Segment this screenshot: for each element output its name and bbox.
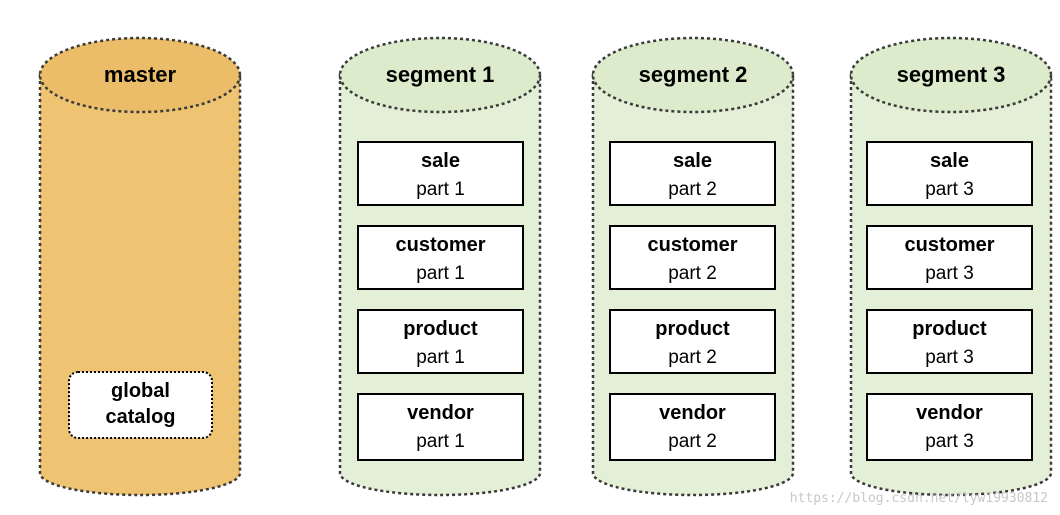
master-top [38, 36, 242, 114]
table-part: part 2 [668, 347, 717, 368]
segment-3-table-customer: customer part 3 [866, 225, 1033, 290]
segment-1-label: segment 1 [386, 62, 495, 87]
segment-3-cylinder: segment 3 sale part 3 customer part 3 pr… [849, 36, 1053, 497]
table-name: customer [904, 234, 994, 256]
table-part: part 1 [416, 431, 465, 452]
table-frame [866, 225, 1033, 290]
table-part: part 1 [416, 263, 465, 284]
table-name: sale [421, 150, 460, 172]
table-part: part 2 [668, 263, 717, 284]
table-frame [866, 309, 1033, 374]
segment-1-top [338, 36, 542, 114]
segment-1-table-customer: customer part 1 [357, 225, 524, 290]
table-frame [357, 141, 524, 206]
segment-3-table-vendor: vendor part 3 [866, 393, 1033, 461]
table-frame [866, 141, 1033, 206]
table-frame [357, 309, 524, 374]
segment-1-table-vendor: vendor part 1 [357, 393, 524, 461]
segment-2-table-vendor: vendor part 2 [609, 393, 776, 461]
global-catalog-line1: global [111, 380, 170, 402]
master-label: master [104, 62, 177, 87]
table-part: part 2 [668, 179, 717, 200]
table-frame [357, 225, 524, 290]
table-part: part 3 [925, 347, 974, 368]
table-frame [609, 225, 776, 290]
table-frame [609, 393, 776, 461]
table-part: part 3 [925, 431, 974, 452]
table-frame [357, 393, 524, 461]
table-name: customer [647, 234, 737, 256]
table-name: sale [930, 150, 969, 172]
table-name: customer [395, 234, 485, 256]
global-catalog-box: global catalog [68, 371, 213, 439]
segment-1-table-product: product part 1 [357, 309, 524, 374]
table-frame [609, 309, 776, 374]
global-catalog-frame [68, 371, 213, 439]
segment-3-table-product: product part 3 [866, 309, 1033, 374]
table-name: vendor [407, 402, 474, 424]
table-part: part 1 [416, 179, 465, 200]
table-frame [609, 141, 776, 206]
table-frame [866, 393, 1033, 461]
segment-2-cylinder: segment 2 sale part 2 customer part 2 pr… [591, 36, 795, 497]
segment-2-table-customer: customer part 2 [609, 225, 776, 290]
watermark: https://blog.csdn.net/lyw19930812 [790, 491, 1048, 506]
segment-2-table-sale: sale part 2 [609, 141, 776, 206]
segment-1-table-sale: sale part 1 [357, 141, 524, 206]
segment-1-cylinder: segment 1 sale part 1 customer part 1 pr… [338, 36, 542, 497]
table-part: part 1 [416, 347, 465, 368]
table-name: product [655, 318, 730, 340]
table-name: sale [673, 150, 712, 172]
segment-3-label: segment 3 [897, 62, 1006, 87]
segment-2-top [591, 36, 795, 114]
segment-2-table-product: product part 2 [609, 309, 776, 374]
segment-3-top [849, 36, 1053, 114]
table-name: vendor [916, 402, 983, 424]
segment-2-label: segment 2 [639, 62, 748, 87]
table-name: product [403, 318, 478, 340]
table-part: part 2 [668, 431, 717, 452]
table-name: vendor [659, 402, 726, 424]
global-catalog-line2: catalog [105, 406, 175, 428]
segment-3-table-sale: sale part 3 [866, 141, 1033, 206]
master-cylinder: master global catalog [38, 36, 242, 497]
table-name: product [912, 318, 987, 340]
table-part: part 3 [925, 179, 974, 200]
table-part: part 3 [925, 263, 974, 284]
